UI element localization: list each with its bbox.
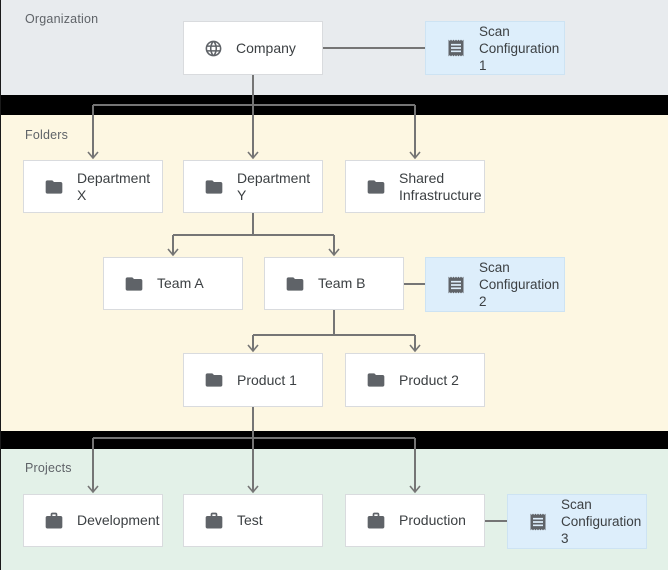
globe-icon: [204, 39, 223, 58]
node-label: Test: [237, 512, 263, 528]
folder-icon: [366, 370, 386, 390]
briefcase-icon: [44, 511, 64, 531]
folder-icon: [204, 177, 224, 197]
node-product-1: Product 1: [183, 353, 323, 407]
node-label: Production: [399, 512, 466, 528]
node-label: Team B: [318, 275, 366, 291]
node-department-y: Department Y: [183, 160, 323, 213]
node-label: Team A: [157, 275, 204, 291]
node-team-a: Team A: [103, 257, 243, 310]
node-department-x: Department X: [23, 160, 163, 213]
node-development: Development: [23, 494, 163, 547]
node-label: Scan Configuration 1: [479, 23, 560, 73]
projects-section-label: Projects: [25, 461, 72, 475]
folders-section-label: Folders: [25, 128, 69, 142]
node-team-b: Team B: [264, 257, 404, 310]
node-scan-configuration-1: Scan Configuration 1: [425, 21, 565, 75]
node-label: Product 2: [399, 371, 459, 388]
receipt-icon: [528, 512, 548, 532]
node-product-2: Product 2: [345, 353, 485, 407]
node-label: Company: [236, 39, 296, 56]
section-separator: [1, 95, 668, 115]
node-label: Product 1: [237, 371, 297, 388]
node-company: Company: [183, 21, 323, 75]
organization-section: [1, 0, 668, 95]
node-scan-configuration-3: Scan Configuration 3: [507, 494, 647, 549]
organization-section-label: Organization: [25, 12, 99, 26]
briefcase-icon: [204, 511, 224, 531]
node-label: Scan Configuration 3: [561, 497, 642, 546]
node-scan-configuration-2: Scan Configuration 2: [425, 257, 565, 312]
node-label: Department Y: [237, 169, 311, 203]
section-separator: [1, 431, 668, 449]
node-test: Test: [183, 494, 323, 547]
node-label: Shared Infrastructure: [399, 169, 482, 203]
receipt-icon: [446, 275, 466, 295]
node-label: Development: [77, 512, 160, 528]
node-label: Department X: [77, 169, 151, 203]
folder-icon: [124, 274, 144, 294]
briefcase-icon: [366, 511, 386, 531]
folder-icon: [366, 177, 386, 197]
folder-icon: [44, 177, 64, 197]
node-production: Production: [345, 494, 485, 547]
node-label: Scan Configuration 2: [479, 260, 560, 309]
node-shared-infrastructure: Shared Infrastructure: [345, 160, 485, 213]
receipt-icon: [446, 38, 466, 58]
folder-icon: [204, 370, 224, 390]
folder-icon: [285, 274, 305, 294]
